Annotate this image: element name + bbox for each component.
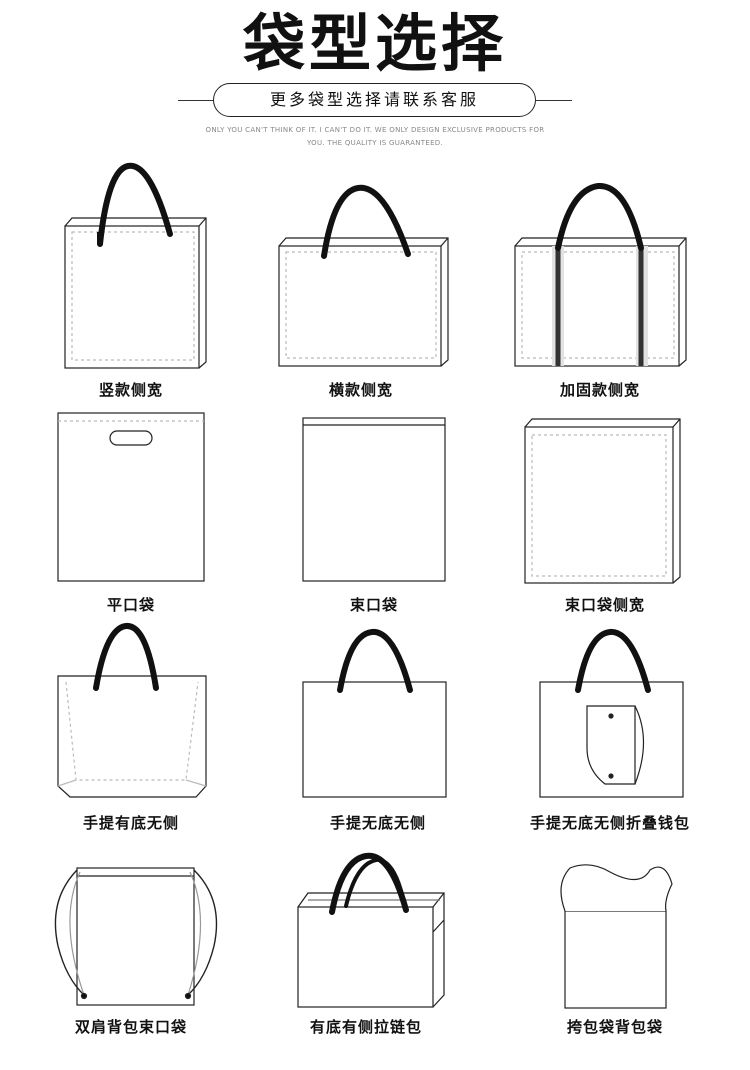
page-title: 袋型选择 [242,7,507,80]
bag-label-zipper-gusset: 有底有侧拉链包 [309,1018,422,1036]
divider-right [536,100,572,101]
bag-label-handle-bottom-gusset: 手提有底无侧 [82,814,179,832]
handle-flat-bag-icon [302,629,447,798]
reinforced-side-gusset-bag-icon [514,182,687,367]
bag-label-drawstring-backpack: 双肩背包束口袋 [74,1018,187,1036]
handle-bottom-gusset-bag-icon [57,623,207,798]
tagline: ONLY YOU CAN'T THINK OF IT. I CAN'T DO I… [170,124,580,150]
tagline-line-2: YOU. THE QUALITY IS GUARANTEED. [306,139,444,147]
tagline-line-1: ONLY YOU CAN'T THINK OF IT. I CAN'T DO I… [205,126,545,134]
flat-bag-icon [302,417,446,582]
bag-label-handle-flat: 手提无底无侧 [329,814,426,832]
bag-label-reinforced-side-gusset: 加固款侧宽 [559,381,640,399]
bag-label-flat-side-gusset: 束口袋侧宽 [564,596,645,614]
flat-side-gusset-bag-icon [524,418,681,584]
bag-label-foldable-pouch: 手提无底无侧折叠钱包 [529,814,690,832]
bag-label-vertical-side-gusset: 竖款侧宽 [98,381,163,399]
bag-label-die-cut-flat: 平口袋 [106,596,155,614]
die-cut-flat-bag-icon [57,412,205,582]
zipper-gusset-bag-icon [297,852,445,1008]
drawstring-backpack-icon [54,867,218,1006]
vertical-side-gusset-bag-icon [64,162,207,369]
vest-carrier-bag-icon [560,864,673,1009]
divider-left [178,100,214,101]
bag-label-vest-carrier: 挎包袋背包袋 [566,1018,663,1036]
foldable-pouch-bag-icon [539,629,684,798]
contact-service-banner: 更多袋型选择请联系客服 [213,83,536,117]
horizontal-side-gusset-bag-icon [278,184,449,367]
bag-label-flat: 束口袋 [349,596,398,614]
bag-label-horizontal-side-gusset: 横款侧宽 [328,381,393,399]
